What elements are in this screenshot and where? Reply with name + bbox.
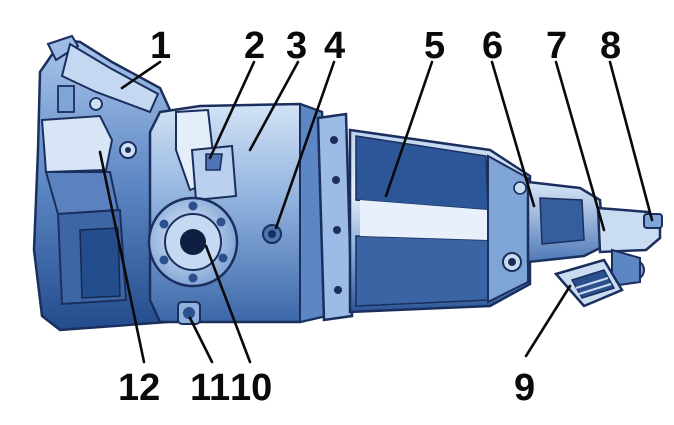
drain-plug bbox=[177, 301, 201, 325]
rear-mount bbox=[553, 258, 624, 308]
leader-9 bbox=[524, 284, 572, 358]
label-10: 10 bbox=[230, 367, 272, 409]
label-8: 8 bbox=[600, 25, 621, 67]
callout-labels: 1 2 3 4 5 6 7 8 9 10 11 12 bbox=[118, 25, 621, 409]
leader-7 bbox=[554, 60, 606, 232]
leader-4 bbox=[274, 60, 336, 230]
label-12: 12 bbox=[118, 367, 160, 409]
label-3: 3 bbox=[286, 25, 307, 67]
label-11: 11 bbox=[190, 367, 230, 409]
output-flange bbox=[147, 196, 239, 288]
leader-lines bbox=[98, 60, 654, 364]
leader-12 bbox=[98, 150, 146, 364]
leader-2 bbox=[208, 60, 256, 160]
leader-3 bbox=[248, 60, 300, 152]
leader-5 bbox=[384, 60, 434, 198]
leader-8 bbox=[608, 60, 654, 222]
label-5: 5 bbox=[424, 25, 445, 67]
label-6: 6 bbox=[482, 25, 503, 67]
label-2: 2 bbox=[244, 25, 265, 67]
bell-housing bbox=[32, 34, 172, 332]
label-9: 9 bbox=[514, 367, 535, 409]
label-4: 4 bbox=[324, 25, 345, 67]
label-7: 7 bbox=[546, 25, 567, 67]
rear-housing bbox=[348, 128, 532, 314]
leader-10 bbox=[204, 244, 252, 364]
label-1: 1 bbox=[150, 25, 171, 67]
leader-11 bbox=[188, 316, 214, 364]
tail-extension bbox=[526, 180, 663, 288]
leader-1 bbox=[120, 60, 162, 90]
housing-joint-flange bbox=[316, 112, 354, 322]
leader-6 bbox=[490, 60, 536, 208]
